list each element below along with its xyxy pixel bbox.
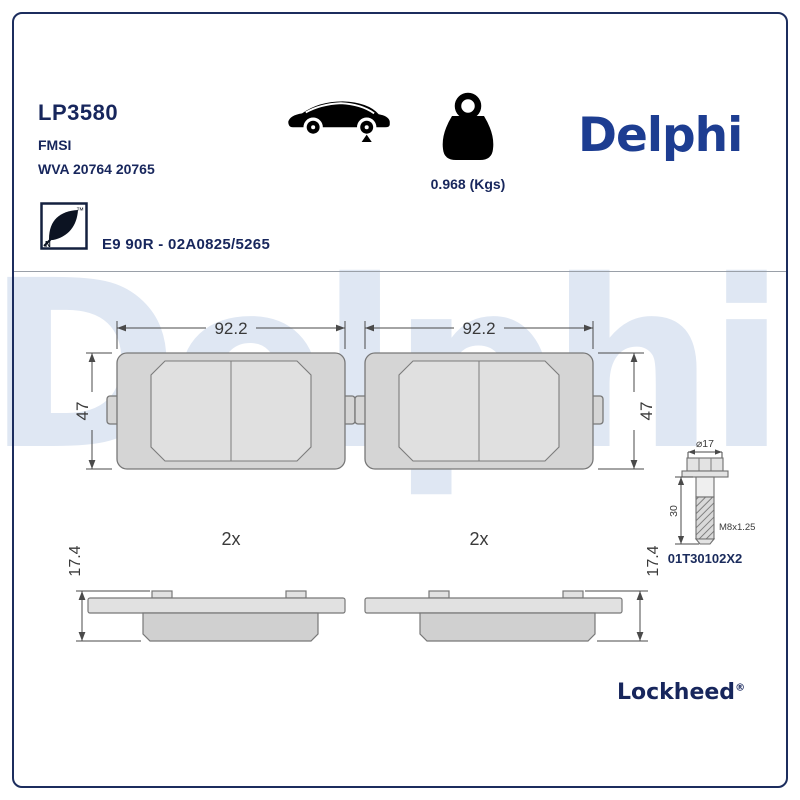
weight-icon xyxy=(430,92,506,179)
backplate-tab xyxy=(151,590,173,599)
pad-height-value: 47 xyxy=(637,402,656,421)
dim-arrow xyxy=(630,460,638,469)
wva-numbers: WVA 20764 20765 xyxy=(38,161,155,177)
hub-front xyxy=(311,125,316,130)
rear-axle-marker xyxy=(361,134,372,142)
bolt-thread-spec: M8x1.25 xyxy=(719,522,755,533)
dim-height-left: 47 xyxy=(73,352,112,470)
weight-body xyxy=(442,116,494,160)
dim-arrow xyxy=(117,324,126,332)
dim-arrow xyxy=(636,591,644,600)
friction-block xyxy=(419,612,596,642)
dim-arrow xyxy=(715,449,722,455)
backplate-edge xyxy=(364,597,623,614)
bolt-tip xyxy=(694,538,716,545)
pad-side-view-right xyxy=(364,590,623,642)
dim-arrow xyxy=(78,632,86,641)
quantity-label-right: 2x xyxy=(469,529,488,549)
bolt-part-code: 01T30102X2 xyxy=(668,551,742,566)
pad-thickness-value: 17.4 xyxy=(67,545,84,576)
guide-bolt-drawing: ⌀17 30 M8x1.25 01T30102X2 xyxy=(668,438,756,566)
bolt-flange xyxy=(681,470,729,478)
bolt-shank xyxy=(695,476,715,498)
dim-thickness-left: 17.4 xyxy=(67,545,150,642)
backplate-tab xyxy=(562,590,584,599)
dim-arrow xyxy=(677,477,685,485)
fmsi-label: FMSI xyxy=(38,137,72,153)
bolt-thread xyxy=(695,496,715,540)
dim-arrow xyxy=(677,536,685,544)
pad-width-value: 92.2 xyxy=(462,319,495,338)
eco-approval-mark: N ™ xyxy=(40,202,88,255)
weight-value: 0.968 (Kgs) xyxy=(430,176,506,192)
car-side-icon xyxy=(283,94,395,147)
dim-width-left: 92.2 xyxy=(116,319,346,349)
weight-handle xyxy=(454,92,482,120)
pad-side-view-left xyxy=(87,590,346,642)
pad-thickness-value: 17.4 xyxy=(645,545,662,576)
dim-arrow xyxy=(88,460,96,469)
lockheed-logo: Lockheed® xyxy=(617,682,745,704)
quantity-label-left: 2x xyxy=(221,529,240,549)
backplate-edge xyxy=(87,597,346,614)
dim-arrow xyxy=(630,353,638,362)
part-number: LP3580 xyxy=(38,100,119,125)
backplate-tab xyxy=(428,590,450,599)
bolt-length-value: 30 xyxy=(668,505,680,517)
registered-mark: ® xyxy=(735,682,746,694)
dim-arrow xyxy=(88,353,96,362)
bolt-head-diameter: ⌀17 xyxy=(696,438,714,450)
dim-arrow xyxy=(584,324,593,332)
dim-arrow xyxy=(365,324,374,332)
bolt-head xyxy=(686,457,724,472)
dim-arrow xyxy=(688,449,695,455)
backplate-tab xyxy=(285,590,307,599)
dim-arrow xyxy=(78,591,86,600)
dim-height-right: 47 xyxy=(598,352,656,470)
friction-block xyxy=(142,612,319,642)
pad-front-view-left xyxy=(106,352,356,470)
leaf-letter: N xyxy=(45,240,51,249)
lockheed-wordmark: Lockheed xyxy=(617,680,736,705)
pad-width-value: 92.2 xyxy=(214,319,247,338)
leaf-stem xyxy=(43,233,57,247)
hub-rear xyxy=(364,125,369,130)
delphi-logo: Delphi xyxy=(578,108,743,163)
pad-height-value: 47 xyxy=(73,402,92,421)
dim-arrow xyxy=(636,632,644,641)
dim-arrow xyxy=(336,324,345,332)
pad-front-view-right xyxy=(354,352,604,470)
trademark-symbol: ™ xyxy=(76,206,84,215)
dim-thickness-right: 17.4 xyxy=(585,545,662,642)
approval-code: E9 90R - 02A0825/5265 xyxy=(102,236,271,253)
header-divider xyxy=(14,271,786,272)
leaf-icon xyxy=(49,210,78,240)
dim-width-right: 92.2 xyxy=(364,319,594,349)
car-window-line xyxy=(305,102,375,115)
